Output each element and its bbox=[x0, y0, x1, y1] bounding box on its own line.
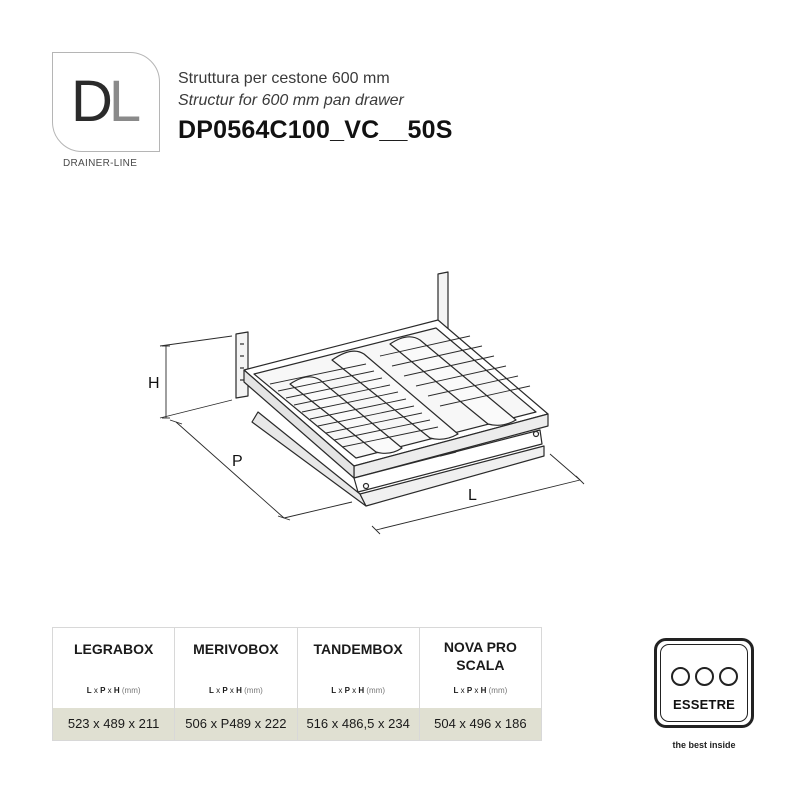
product-drawing: H P L bbox=[148, 271, 585, 535]
column-name: TANDEMBOX bbox=[313, 641, 403, 657]
column-dims: L x P x H (mm) bbox=[453, 686, 508, 695]
column-value: 506 x P489 x 222 bbox=[175, 708, 297, 740]
logo-caption: DRAINER-LINE bbox=[63, 158, 138, 169]
dim-label-h: H bbox=[148, 375, 160, 392]
logo-letter-d: D bbox=[71, 69, 113, 134]
logo-letter-l: L bbox=[108, 69, 141, 134]
column-name: NOVA PRO SCALA bbox=[443, 639, 517, 673]
dim-label-p: P bbox=[232, 453, 243, 470]
column-value: 523 x 489 x 211 bbox=[53, 708, 175, 740]
circles-icon bbox=[661, 667, 747, 686]
table-column-legrabox: LEGRABOX L x P x H (mm) 523 x 489 x 211 bbox=[53, 628, 176, 740]
column-dims: L x P x H (mm) bbox=[86, 686, 141, 695]
table-column-merivobox: MERIVOBOX L x P x H (mm) 506 x P489 x 22… bbox=[175, 628, 298, 740]
brand-tagline: the best inside bbox=[672, 740, 736, 750]
column-name: LEGRABOX bbox=[73, 641, 154, 657]
table-column-nova-pro-scala: NOVA PRO SCALA L x P x H (mm) 504 x 496 … bbox=[419, 628, 541, 740]
table-column-tandembox: TANDEMBOX L x P x H (mm) 516 x 486,5 x 2… bbox=[297, 628, 420, 740]
column-dims: L x P x H (mm) bbox=[331, 686, 386, 695]
title-english: Structur for 600 mm pan drawer bbox=[178, 92, 404, 109]
brand-name: ESSETRE bbox=[672, 697, 736, 712]
product-code: DP0564C100_VC__50S bbox=[178, 116, 453, 144]
compatibility-table: LEGRABOX L x P x H (mm) 523 x 489 x 211 … bbox=[52, 627, 542, 741]
column-dims: L x P x H (mm) bbox=[208, 686, 263, 695]
dim-label-l: L bbox=[468, 487, 477, 504]
column-value: 504 x 496 x 186 bbox=[419, 708, 541, 740]
column-value: 516 x 486,5 x 234 bbox=[297, 708, 419, 740]
column-name: MERIVOBOX bbox=[193, 641, 279, 657]
drainer-line-logo: DL bbox=[52, 52, 160, 152]
title-italian: Struttura per cestone 600 mm bbox=[178, 70, 390, 87]
essetre-logo: ESSETRE bbox=[654, 638, 754, 728]
